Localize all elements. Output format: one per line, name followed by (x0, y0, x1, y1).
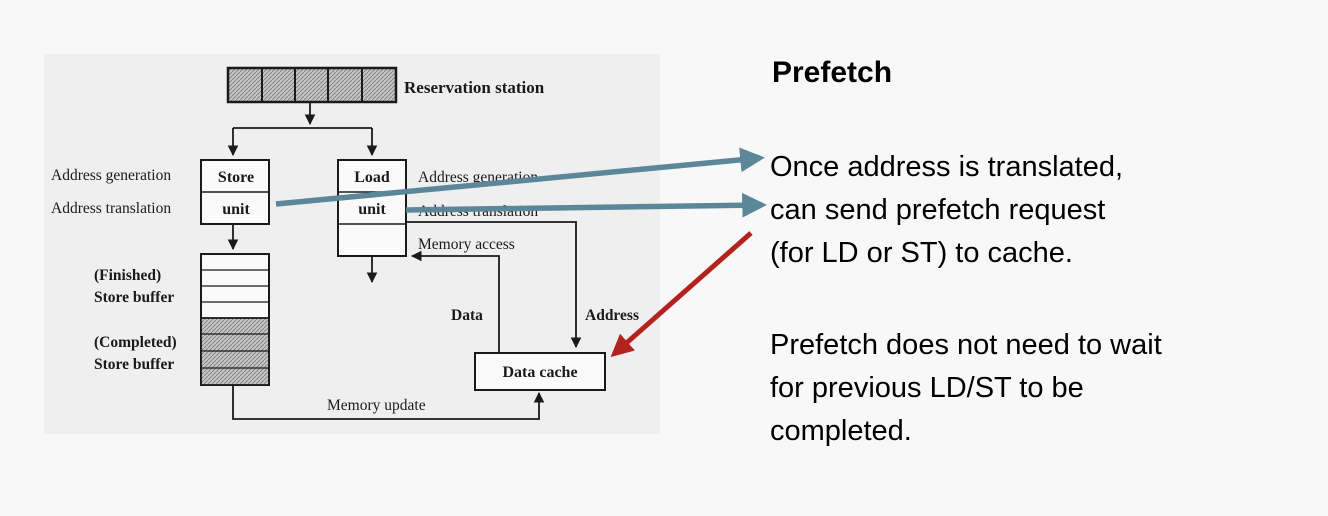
paragraph-2-line-3: completed. (770, 415, 912, 447)
explanation-paragraph-2: Prefetch does not need to wait for previ… (770, 324, 1162, 453)
store-unit (200, 159, 270, 225)
left-address-translation: Address translation (51, 200, 171, 217)
paragraph-2-line-2: for previous LD/ST to be (770, 372, 1084, 404)
paragraph-1-line-2: can send prefetch request (770, 194, 1106, 226)
data-cache-box (474, 352, 606, 391)
arrow-down-left-icon (610, 231, 753, 357)
finished-label-1: (Finished) (94, 267, 161, 284)
paragraph-2-line-1: Prefetch does not need to wait (770, 329, 1162, 361)
data-return-path (410, 250, 500, 353)
explanation-paragraph-1: Once address is translated, can send pre… (770, 146, 1123, 275)
branch-lines (227, 102, 378, 157)
finished-label-2: Store buffer (94, 289, 174, 306)
slide-title: Prefetch (772, 56, 893, 89)
paragraph-1-line-3: (for LD or ST) to cache. (770, 237, 1073, 269)
data-cache-label: Data cache (502, 364, 577, 381)
memory-update-label: Memory update (327, 397, 426, 414)
completed-label-1: (Completed) (94, 334, 177, 351)
memory-access-label: Memory access (418, 236, 515, 253)
left-address-generation: Address generation (51, 167, 171, 184)
load-unit-label-bottom: unit (358, 201, 386, 218)
arrow-right-icon (405, 192, 767, 218)
data-label: Data (451, 307, 483, 324)
store-unit-label-top: Store (218, 169, 254, 186)
address-path (406, 221, 582, 349)
paragraph-1-line-1: Once address is translated, (770, 151, 1124, 183)
arrow-right-icon (275, 147, 765, 207)
store-buffer-stack (200, 253, 270, 386)
reservation-station-label: Reservation station (404, 78, 545, 97)
completed-label-2: Store buffer (94, 356, 174, 373)
reservation-station (226, 66, 398, 104)
address-label: Address (585, 307, 639, 324)
store-unit-label-bottom: unit (222, 201, 250, 218)
load-unit-label-top: Load (354, 169, 390, 186)
memory-update-path (232, 385, 545, 420)
